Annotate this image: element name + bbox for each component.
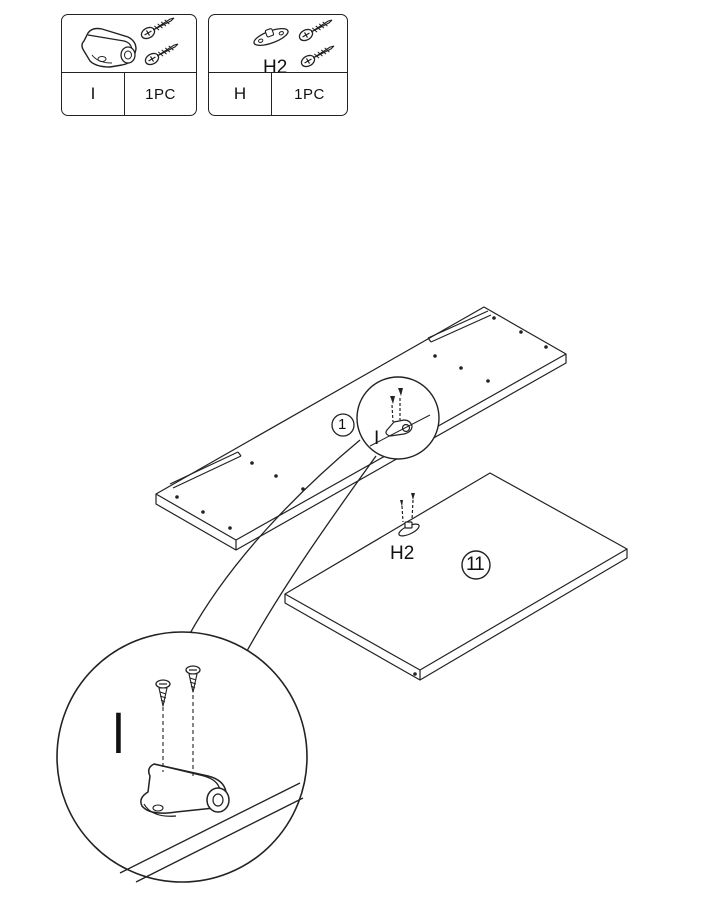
part-code-i: I [62,73,125,115]
part-qty-h: 1PC [294,85,325,103]
plate-label: H2 [390,543,415,564]
panel-bottom-number: 11 [466,554,485,575]
part-image-i [62,15,196,71]
catch-plate-small [398,493,420,537]
detail-label: I [114,701,123,766]
detail-board-edge [119,782,304,883]
panel-top-number: 1 [338,416,347,433]
catch-large [140,665,230,817]
part-box-i: I 1PC [61,14,197,116]
part-code-h: H [209,73,272,115]
part-info-row-i: I 1PC [62,72,196,115]
part-qty-i: 1PC [145,85,176,103]
catch-plate-icon [253,19,335,68]
catch-small [369,388,431,447]
magnetic-catch-icon [81,17,179,68]
panel-bottom [284,472,628,681]
part-info-row-h: H 1PC [209,72,347,115]
catch-label-small: I [374,428,380,449]
part-box-h: H2 H 1PC [208,14,348,116]
